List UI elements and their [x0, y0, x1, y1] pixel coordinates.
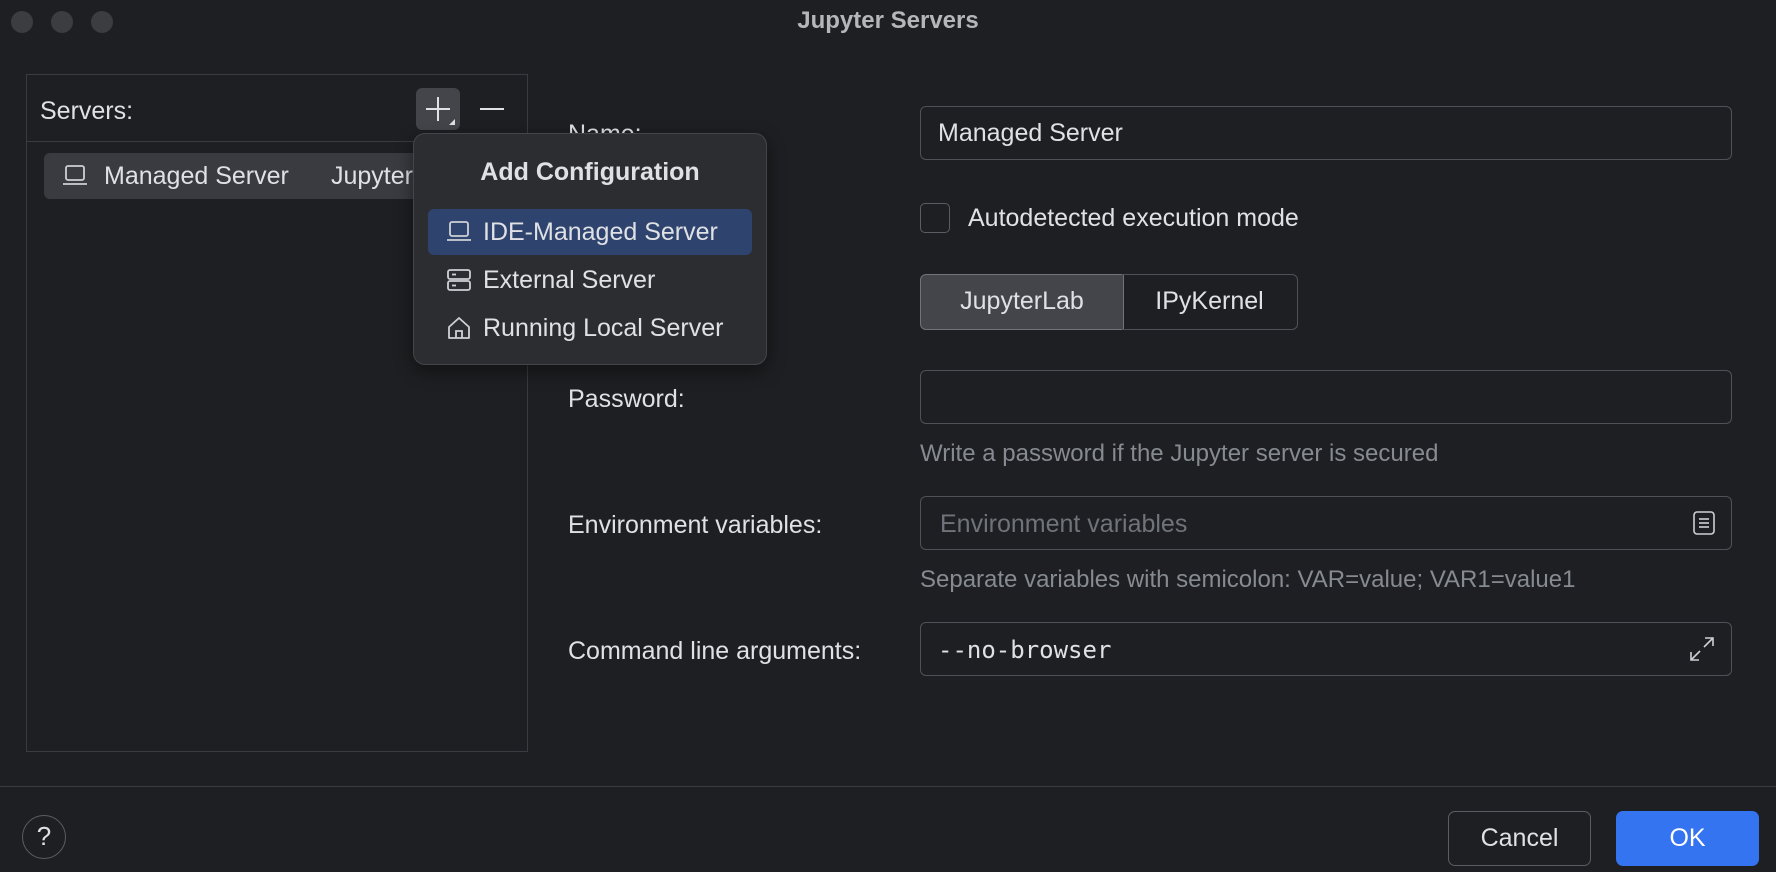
window-title: Jupyter Servers: [797, 7, 979, 34]
mode-ipykernel-toggle[interactable]: IPyKernel: [1122, 274, 1298, 330]
cmd-field[interactable]: --no-browser: [920, 622, 1732, 676]
menu-item-label: External Server: [483, 266, 656, 294]
close-window-button[interactable]: [11, 11, 33, 33]
server-icon: [447, 269, 471, 291]
cmd-value: --no-browser: [938, 636, 1112, 664]
password-label: Password:: [568, 385, 685, 413]
env-placeholder: Environment variables: [940, 510, 1188, 538]
mode-jupyterlab-toggle[interactable]: JupyterLab: [920, 274, 1124, 330]
ok-button[interactable]: OK: [1616, 811, 1759, 866]
cancel-button[interactable]: Cancel: [1448, 811, 1591, 866]
remove-server-button[interactable]: [475, 88, 509, 130]
menu-item-ide-managed-server[interactable]: IDE-Managed Server: [428, 209, 752, 255]
expand-icon[interactable]: [1687, 634, 1717, 664]
server-list-item[interactable]: Managed Server JupyterLab: [44, 153, 464, 199]
popup-title: Add Configuration: [480, 158, 700, 186]
autodetect-label[interactable]: Autodetected execution mode: [968, 204, 1299, 232]
add-configuration-popup: Add Configuration IDE-Managed Server Ext…: [413, 133, 767, 365]
password-hint: Write a password if the Jupyter server i…: [920, 440, 1439, 467]
menu-item-label: Running Local Server: [483, 314, 724, 342]
dropdown-corner-icon: [449, 119, 455, 125]
laptop-icon: [63, 165, 87, 185]
env-field[interactable]: Environment variables: [920, 496, 1732, 550]
server-name: Managed Server: [104, 162, 289, 190]
name-value: Managed Server: [938, 119, 1123, 147]
autodetect-checkbox[interactable]: [920, 203, 950, 233]
laptop-icon: [447, 221, 471, 241]
title-bar: Jupyter Servers: [0, 0, 1776, 44]
add-server-button[interactable]: [416, 88, 460, 130]
help-button[interactable]: ?: [22, 815, 66, 859]
password-field[interactable]: [920, 370, 1732, 424]
env-label: Environment variables:: [568, 511, 823, 539]
env-hint: Separate variables with semicolon: VAR=v…: [920, 566, 1576, 593]
footer-divider: [0, 786, 1776, 787]
home-icon: [448, 317, 470, 339]
menu-item-running-local-server[interactable]: Running Local Server: [428, 305, 752, 351]
menu-item-label: IDE-Managed Server: [483, 218, 718, 246]
cmd-label: Command line arguments:: [568, 637, 862, 665]
menu-item-external-server[interactable]: External Server: [428, 257, 752, 303]
list-editor-icon[interactable]: [1693, 511, 1715, 535]
servers-label: Servers:: [40, 97, 134, 125]
minus-icon: [480, 108, 504, 110]
zoom-window-button[interactable]: [91, 11, 113, 33]
minimize-window-button[interactable]: [51, 11, 73, 33]
servers-toolbar: Servers:: [27, 75, 527, 142]
name-field[interactable]: Managed Server: [920, 106, 1732, 160]
